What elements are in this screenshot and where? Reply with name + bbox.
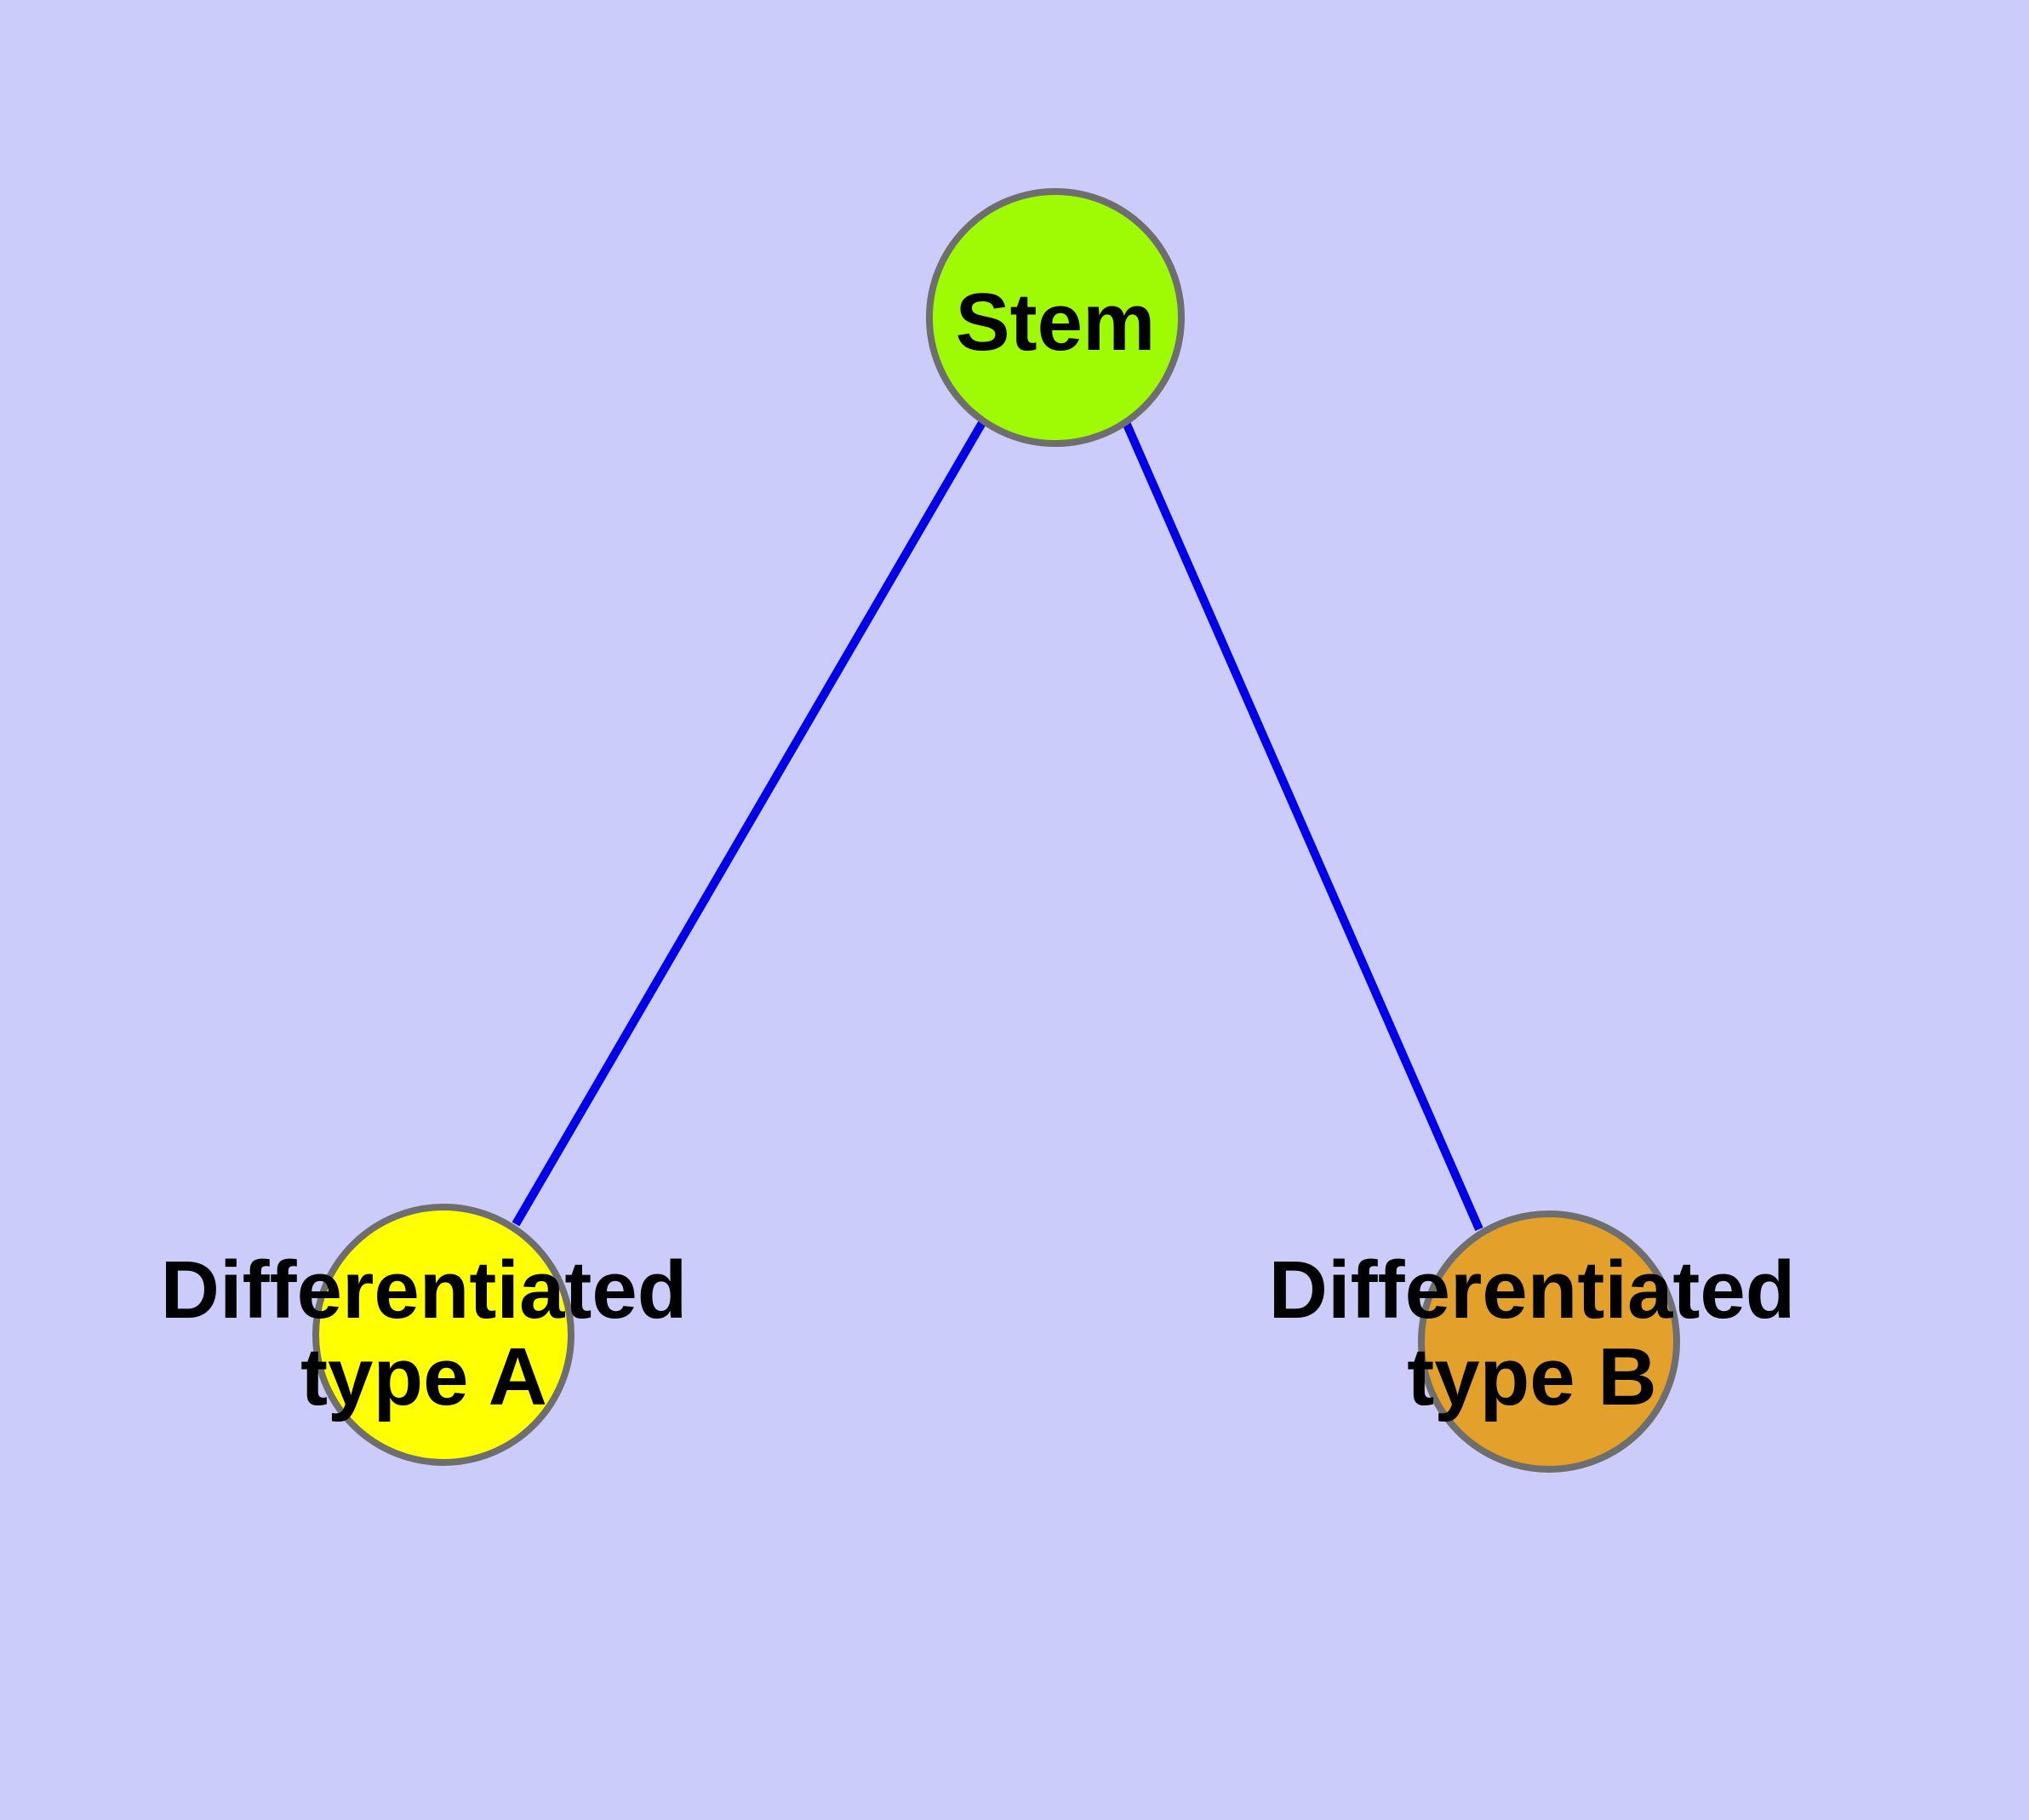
edge-stem-to-differentiated-a[interactable] — [512, 419, 987, 1227]
node-differentiated-b-label-line1: Differentiated — [1269, 1245, 1796, 1336]
node-stem-label: Stem — [956, 277, 1156, 368]
edge-stem-to-differentiated-b[interactable] — [1121, 418, 1483, 1232]
node-differentiated-a-label-line2: type A — [300, 1331, 547, 1422]
node-differentiated-a-circle[interactable] — [312, 1204, 574, 1466]
edges-group — [512, 418, 1483, 1232]
labels-group: Stem Differentiated type A Differentiate… — [161, 277, 1796, 1422]
node-differentiated-b-circle[interactable] — [1418, 1210, 1680, 1473]
nodes-group — [312, 188, 1680, 1473]
node-differentiated-b-label-line2: type B — [1407, 1331, 1656, 1422]
node-stem-circle[interactable] — [926, 188, 1185, 447]
node-differentiated-a-label-line1: Differentiated — [161, 1245, 688, 1336]
